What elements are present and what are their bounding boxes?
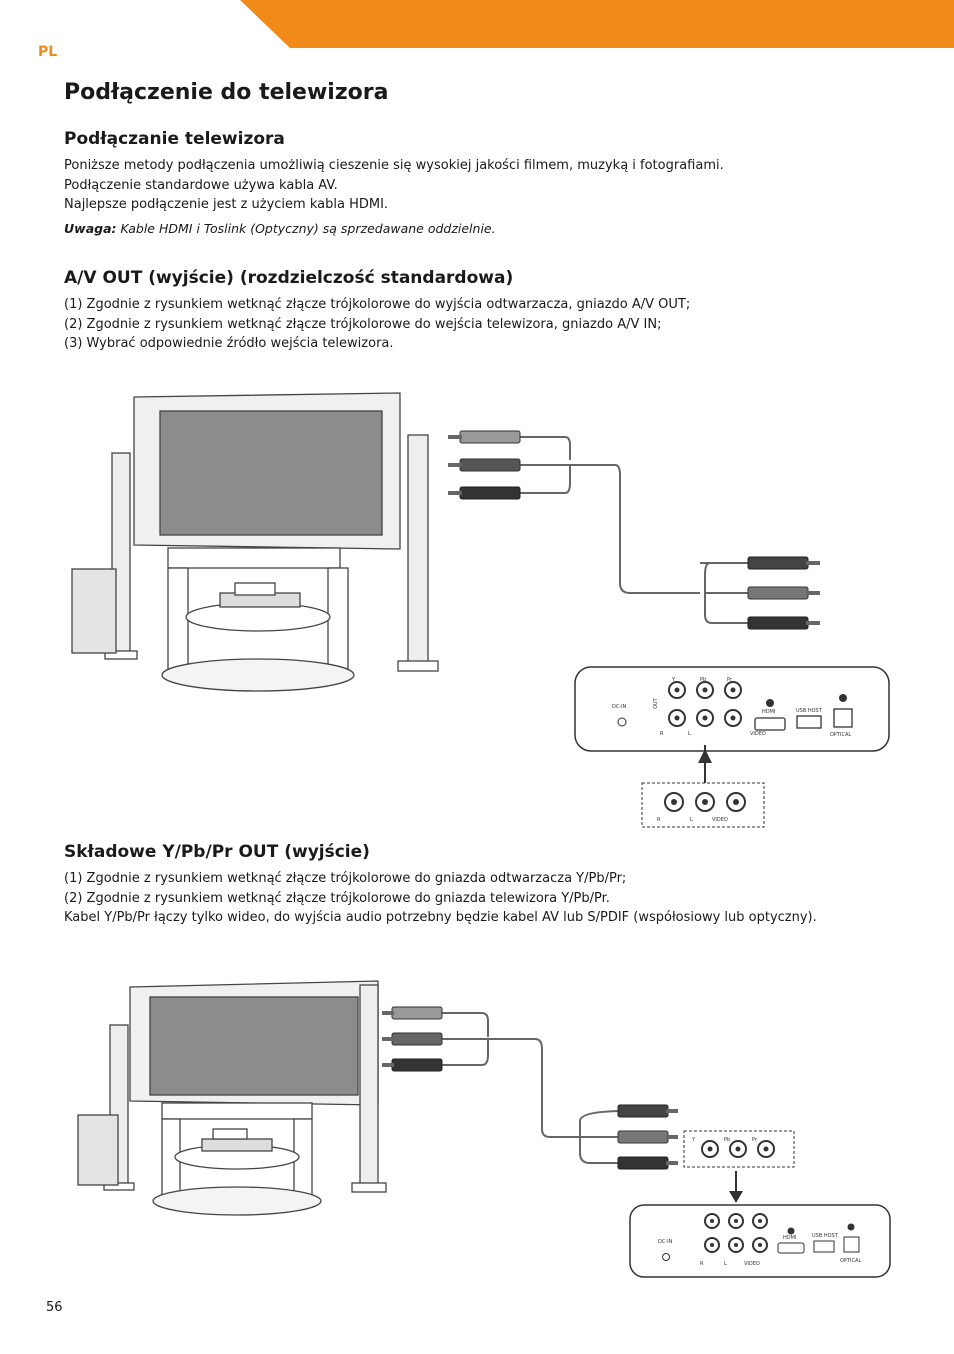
label-dc-in: DC-IN bbox=[612, 704, 627, 710]
label-optical: OPTICAL bbox=[840, 1258, 861, 1264]
note-text: Kable HDMI i Toslink (Optyczny) są sprze… bbox=[116, 221, 496, 236]
component-cable bbox=[442, 1012, 627, 1164]
paragraph-line: (2) Zgodnie z rysunkiem wetknąć złącze t… bbox=[64, 890, 610, 906]
label-r: R bbox=[700, 1261, 704, 1267]
section2-paragraph: (1) Zgodnie z rysunkiem wetknąć złącze t… bbox=[64, 295, 924, 354]
label-video: VIDEO bbox=[744, 1261, 760, 1267]
label-hdmi: HDMI bbox=[783, 1235, 796, 1241]
paragraph-line: (2) Zgodnie z rysunkiem wetknąć złącze t… bbox=[64, 316, 662, 332]
paragraph-line: Podłączenie standardowe używa kabla AV. bbox=[64, 177, 338, 193]
label-pr: Pr bbox=[752, 1137, 758, 1143]
section-heading-component-out: Składowe Y/Pb/Pr OUT (wyjście) bbox=[64, 842, 370, 862]
label-pb: Pb bbox=[724, 1137, 730, 1143]
component-jack-panel: Y Pb Pr bbox=[683, 1130, 795, 1168]
paragraph-line: (1) Zgodnie z rysunkiem wetknąć złącze t… bbox=[64, 871, 627, 886]
label-pr: Pr bbox=[727, 677, 733, 683]
label-usb-host: USB HOST bbox=[796, 708, 823, 714]
label-y: Y bbox=[671, 677, 676, 683]
connection-arrow bbox=[729, 1171, 743, 1203]
label-optical: OPTICAL bbox=[830, 732, 851, 738]
av-connection-diagram: DC-IN OUT Y Pb Pr R L VIDEO HDMI USB HOS… bbox=[71, 392, 890, 828]
player-rear-panel: DC-IN OUT Y Pb Pr R L VIDEO HDMI USB HOS… bbox=[574, 666, 890, 752]
paragraph-line: (1) Zgodnie z rysunkiem wetknąć złącze t… bbox=[64, 297, 691, 312]
section1-paragraph: Poniższe metody podłączenia umożliwią ci… bbox=[64, 156, 924, 215]
rca-cable bbox=[520, 436, 760, 624]
paragraph-line: (3) Wybrać odpowiednie źródło wejścia te… bbox=[64, 336, 394, 351]
label-hdmi: HDMI bbox=[762, 709, 775, 715]
player-rear-panel: DC-IN R L VIDEO HDMI USB HOST OPTICAL bbox=[629, 1204, 891, 1278]
label-r: R bbox=[660, 731, 664, 737]
page-number: 56 bbox=[46, 1300, 63, 1315]
note-label: Uwaga: bbox=[64, 221, 117, 236]
paragraph-line: Poniższe metody podłączenia umożliwią ci… bbox=[64, 158, 724, 173]
paragraph-line: Kabel Y/Pb/Pr łączy tylko wideo, do wyjś… bbox=[64, 910, 817, 925]
note: Uwaga: Kable HDMI i Toslink (Optyczny) s… bbox=[64, 221, 496, 236]
rca-plug-group-top bbox=[448, 430, 521, 500]
page-title: Podłączenie do telewizora bbox=[64, 80, 389, 105]
component-plug-group-top bbox=[382, 1006, 443, 1072]
label-y: Y bbox=[691, 1137, 696, 1143]
label-l: L bbox=[690, 817, 693, 823]
section3-paragraph: (1) Zgodnie z rysunkiem wetknąć złącze t… bbox=[64, 869, 924, 928]
label-video: VIDEO bbox=[712, 817, 728, 823]
tv-set-illustration bbox=[77, 980, 387, 1216]
section-heading-av-out: A/V OUT (wyjście) (rozdzielczość standar… bbox=[64, 268, 514, 288]
component-connection-diagram: Y Pb Pr DC-IN R L VIDEO HDMI USB HOST OP… bbox=[77, 980, 891, 1278]
component-plug-group-bottom bbox=[617, 1104, 678, 1170]
paragraph-line: Najlepsze podłączenie jest z użyciem kab… bbox=[64, 197, 389, 212]
header-accent-band bbox=[240, 0, 954, 48]
rca-jack-panel: R L VIDEO bbox=[641, 782, 765, 828]
label-l: L bbox=[724, 1261, 727, 1267]
label-dc-in: DC-IN bbox=[658, 1239, 673, 1245]
section-heading-tv-connection: Podłączanie telewizora bbox=[64, 129, 285, 149]
language-tag: PL bbox=[38, 44, 58, 60]
label-r: R bbox=[657, 817, 661, 823]
connection-arrow bbox=[698, 745, 712, 783]
label-usb-host: USB HOST bbox=[812, 1233, 839, 1239]
label-pb: Pb bbox=[700, 677, 706, 683]
tv-set-illustration bbox=[71, 392, 439, 692]
label-l: L bbox=[688, 731, 691, 737]
label-out: OUT bbox=[653, 697, 659, 709]
label-video: VIDEO bbox=[750, 731, 766, 737]
rca-plug-group-bottom bbox=[747, 556, 820, 630]
